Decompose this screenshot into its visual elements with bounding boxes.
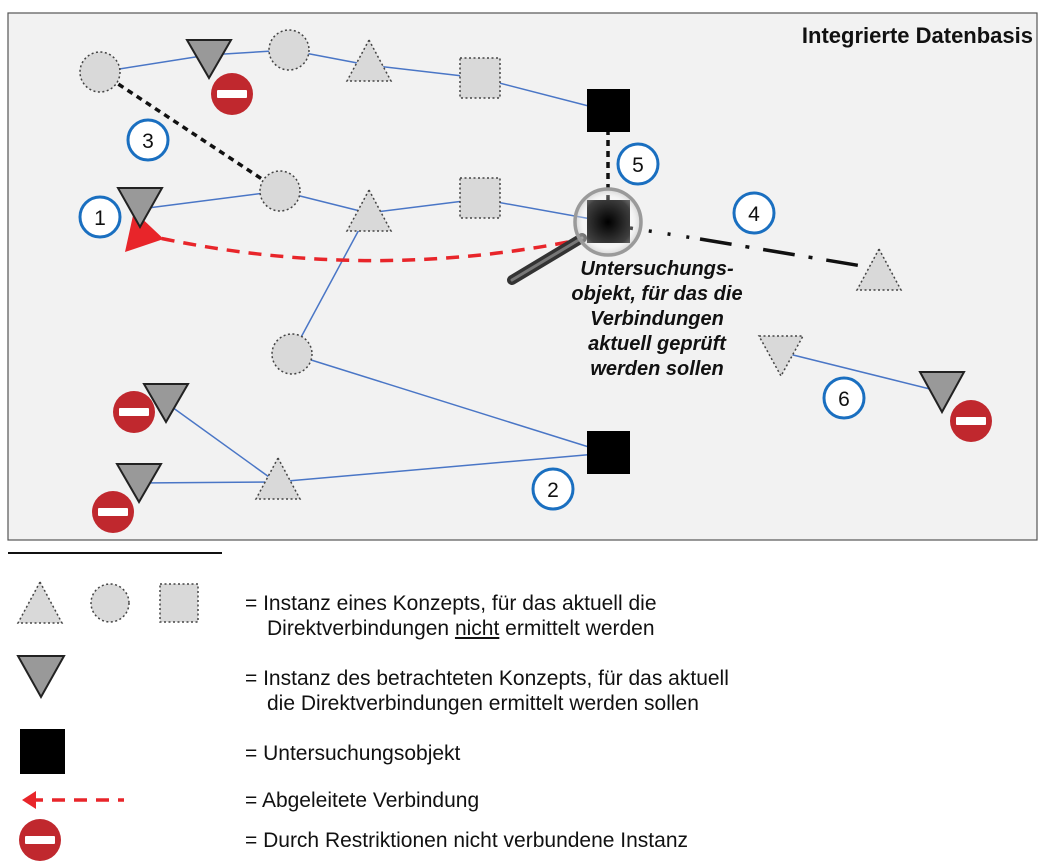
edge	[291, 212, 369, 355]
edge	[164, 401, 277, 483]
instance-square	[459, 57, 501, 99]
legend-item-4: = Abgeleitete Verbindung	[245, 788, 479, 813]
restriction-icons	[92, 73, 992, 533]
callout-line: werden sollen	[590, 358, 723, 380]
marker-3: 3	[126, 118, 170, 162]
no-entry-icon	[211, 73, 253, 115]
callout-text: Untersuchungs- objekt, für das die Verbi…	[571, 258, 742, 380]
no-entry-icon	[950, 400, 992, 442]
callout-line: aktuell geprüft	[588, 333, 727, 355]
considered-instance-triangle	[757, 335, 805, 378]
marker-6: 6	[822, 376, 866, 420]
considered-instance-triangle	[185, 39, 233, 80]
legend-circle-icon	[90, 583, 130, 623]
legend-item-4-text: = Abgeleitete Verbindung	[245, 789, 480, 812]
edge	[275, 452, 609, 483]
legend-item-5-text: = Durch Restriktionen nicht verbundene I…	[245, 829, 688, 852]
marker-5: 5	[616, 142, 660, 186]
legend-item-1-part-b: ermittelt werden	[499, 617, 655, 640]
marker-1: 1	[78, 195, 122, 239]
considered-instance-triangle	[142, 383, 190, 424]
edge	[139, 190, 281, 210]
legend-item-1-line1: = Instanz eines Konzepts, für das aktuel…	[245, 592, 657, 615]
magnifier-icon	[507, 187, 643, 285]
marker-2: 2	[531, 467, 575, 511]
legend-item-1-part-a: Direktverbindungen	[267, 617, 455, 640]
marker-2-label: 2	[547, 479, 559, 502]
legend-item-3: = Untersuchungsobjekt	[245, 741, 460, 766]
legend-arrowhead-icon	[22, 791, 36, 809]
examination-object	[587, 89, 630, 132]
instance-circle	[271, 333, 313, 375]
instance-triangle	[345, 188, 393, 232]
instance-triangle	[345, 38, 393, 82]
legend-item-5: = Durch Restriktionen nicht verbundene I…	[245, 828, 688, 853]
considered-instance-triangle	[115, 463, 163, 504]
discovered-edge-4a	[629, 226, 701, 241]
marker-1-label: 1	[94, 207, 106, 230]
marker-3-label: 3	[142, 130, 154, 153]
discovered-edge-4b	[699, 237, 863, 268]
marker-4: 4	[732, 191, 776, 235]
examination-object	[587, 431, 630, 474]
callout-line: Untersuchungs-	[580, 258, 734, 280]
edge	[479, 77, 609, 112]
legend-down-triangle-icon	[16, 655, 66, 700]
instance-circle	[259, 170, 301, 212]
discovered-edge-3	[99, 70, 281, 193]
legend-no-entry-icon	[19, 819, 61, 861]
instance-square	[459, 177, 501, 219]
considered-instance-triangle	[116, 187, 164, 230]
callout-line: Verbindungen	[590, 308, 724, 330]
legend-item-2-line1: = Instanz des betrachteten Konzepts, für…	[245, 667, 729, 690]
legend-item-1-underlined: nicht	[454, 617, 500, 640]
panel-title: Integrierte Datenbasis	[802, 23, 1033, 48]
legend-item-3-text: = Untersuchungsobjekt	[245, 742, 461, 765]
legend-item-1: = Instanz eines Konzepts, für das aktuel…	[245, 591, 657, 641]
edge	[291, 353, 609, 454]
legend-symbols	[16, 580, 199, 861]
callout-line: objekt, für das die	[571, 283, 742, 305]
edge	[780, 351, 943, 393]
edges	[99, 49, 943, 484]
edge	[136, 481, 277, 484]
marker-6-label: 6	[838, 388, 850, 411]
instance-circle	[268, 29, 310, 71]
no-entry-icon	[92, 491, 134, 533]
legend-triangle-icon	[16, 580, 64, 624]
legend-item-1-line2: Direktverbindungen nicht ermittelt werde…	[245, 616, 657, 641]
legend-black-square-icon	[20, 729, 65, 774]
instance-circle	[79, 51, 121, 93]
derived-connection-arrow	[124, 210, 569, 263]
legend-square-icon	[159, 583, 199, 623]
instance-triangle	[254, 456, 302, 500]
marker-5-label: 5	[632, 154, 644, 177]
considered-instance-triangle	[918, 371, 966, 415]
legend-item-2: = Instanz des betrachteten Konzepts, für…	[245, 666, 729, 716]
marker-4-label: 4	[748, 203, 760, 226]
no-entry-icon	[113, 391, 155, 433]
instance-triangle	[855, 247, 903, 291]
legend-item-2-line2: die Direktverbindungen ermittelt werden …	[267, 692, 699, 715]
